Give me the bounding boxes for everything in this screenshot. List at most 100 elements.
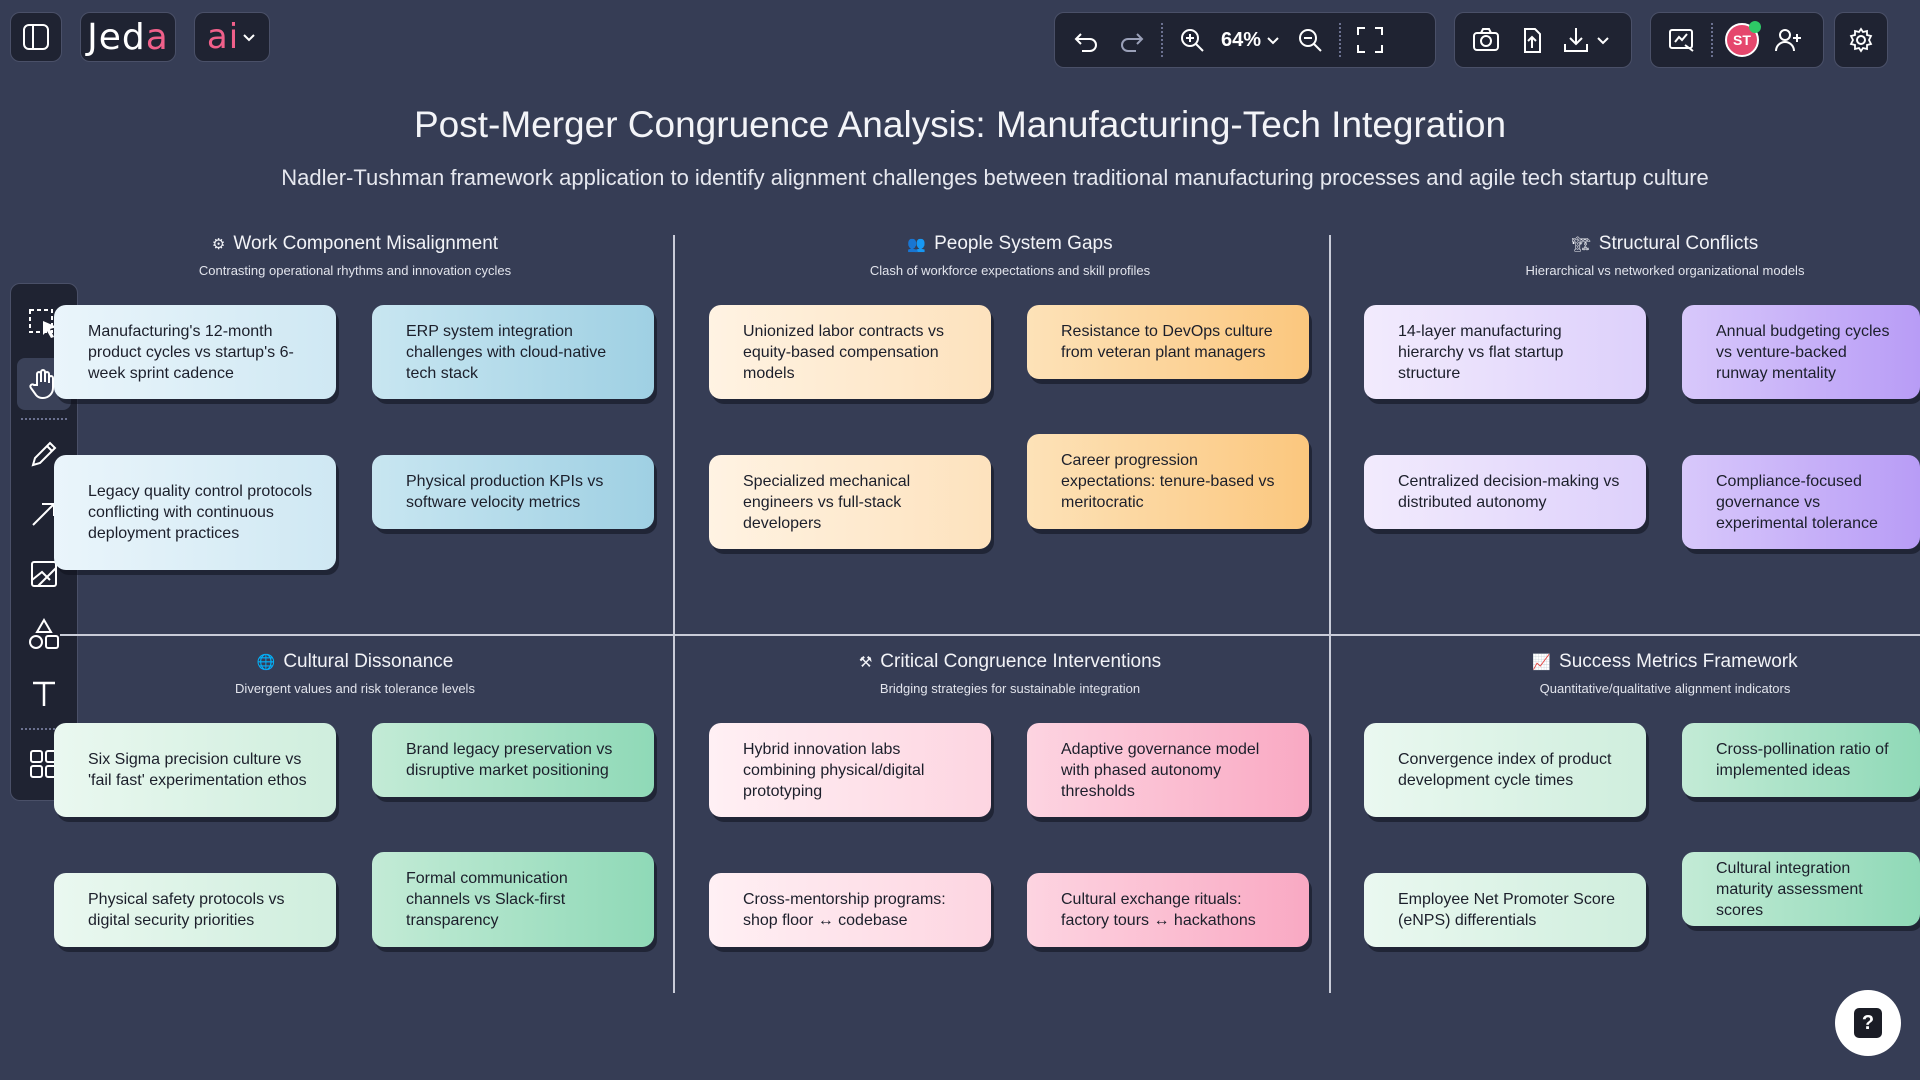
column-divider	[1329, 235, 1331, 993]
section-subtitle-metrics[interactable]: Quantitative/qualitative alignment indic…	[1539, 681, 1791, 696]
section-subtitle-interventions[interactable]: Bridging strategies for sustainable inte…	[879, 681, 1141, 696]
section-subtitle-work[interactable]: Contrasting operational rhythms and inno…	[198, 263, 512, 278]
section-title-metrics[interactable]: 📈Success Metrics Framework	[1532, 651, 1798, 672]
globe-icon: 🌐	[256, 654, 276, 671]
sticky-note[interactable]: Career progression expectations: tenure-…	[1027, 434, 1309, 529]
pencil-icon	[31, 441, 57, 467]
sticky-note[interactable]: Manufacturing's 12-month product cycles …	[54, 305, 336, 399]
sticky-note[interactable]: Resistance to DevOps culture from vetera…	[1027, 305, 1309, 379]
sticky-note[interactable]: Physical safety protocols vs digital sec…	[54, 873, 336, 947]
sticky-note[interactable]: Specialized mechanical engineers vs full…	[709, 455, 991, 549]
zoom-out-icon	[1299, 29, 1322, 52]
settings-button[interactable]	[1834, 12, 1888, 68]
board-title[interactable]: Post-Merger Congruence Analysis: Manufac…	[413, 104, 1507, 145]
fullscreen-icon	[1357, 27, 1384, 53]
help-icon: ?	[1854, 1008, 1882, 1038]
chevron-down-icon	[1267, 37, 1279, 45]
text-icon	[33, 681, 55, 706]
chart-icon: 📈	[1532, 654, 1552, 671]
frame-icon	[31, 561, 57, 587]
sticky-note[interactable]: Convergence index of product development…	[1364, 723, 1646, 817]
sticky-note[interactable]: Adaptive governance model with phased au…	[1027, 723, 1309, 817]
frame-tool[interactable]	[17, 548, 71, 600]
zoom-level-value: 64%	[1221, 28, 1262, 51]
zoom-in-icon	[1181, 29, 1204, 52]
invite-user-button[interactable]	[1771, 23, 1805, 57]
presentation-icon	[1669, 29, 1694, 52]
jeda-logo[interactable]: Jeda	[80, 12, 176, 62]
sticky-note[interactable]: Formal communication channels vs Slack-f…	[372, 852, 654, 947]
gear-icon	[1849, 27, 1873, 53]
crane-icon: 🏗	[1571, 236, 1591, 253]
sidebar-icon	[23, 24, 49, 50]
collaboration-toolbar: ST	[1650, 12, 1824, 68]
history-zoom-toolbar: 64%	[1054, 12, 1436, 68]
zoom-in-button[interactable]	[1175, 23, 1209, 57]
sticky-note[interactable]: Legacy quality control protocols conflic…	[54, 455, 336, 570]
pen-tool[interactable]	[17, 428, 71, 480]
sticky-note[interactable]: Cultural exchange rituals: factory tours…	[1027, 873, 1309, 947]
tools-icon: ⚒	[858, 654, 873, 671]
toolbar-divider	[21, 418, 67, 420]
sticky-note[interactable]: Cultural integration maturity assessment…	[1682, 852, 1920, 926]
online-status-indicator	[1749, 21, 1761, 33]
sticky-note[interactable]: Cross-mentorship programs: shop floor ↔ …	[709, 873, 991, 947]
zoom-level-dropdown[interactable]: 64%	[1221, 29, 1281, 52]
section-subtitle-structural[interactable]: Hierarchical vs networked organizational…	[1525, 263, 1805, 278]
download-menu-button[interactable]	[1561, 25, 1611, 55]
select-cursor-icon	[29, 309, 57, 338]
section-title-people[interactable]: 👥People System Gaps	[907, 233, 1113, 254]
shapes-tool[interactable]	[17, 608, 71, 660]
upload-icon	[1524, 28, 1541, 53]
toolbar-divider	[21, 728, 67, 730]
user-avatar[interactable]: ST	[1725, 21, 1761, 57]
sticky-note[interactable]: Hybrid innovation labs combining physica…	[709, 723, 991, 817]
toolbar-divider	[1711, 23, 1713, 57]
people-icon: 👥	[907, 236, 927, 253]
sticky-note[interactable]: Physical production KPIs vs software vel…	[372, 455, 654, 529]
gear-icon: ⚙	[211, 236, 226, 253]
section-subtitle-cultural[interactable]: Divergent values and risk tolerance leve…	[235, 681, 475, 696]
sticky-note[interactable]: 14-layer manufacturing hierarchy vs flat…	[1364, 305, 1646, 399]
hand-icon	[29, 369, 54, 399]
chevron-down-icon	[243, 34, 255, 42]
text-tool[interactable]	[17, 668, 71, 720]
sticky-note[interactable]: Brand legacy preservation vs disruptive …	[372, 723, 654, 797]
row-divider	[60, 634, 1920, 636]
ai-menu-button[interactable]: ai	[194, 12, 270, 62]
section-title-cultural[interactable]: 🌐Cultural Dissonance	[256, 651, 454, 672]
toolbar-divider	[1339, 23, 1342, 57]
section-title-interventions[interactable]: ⚒Critical Congruence Interventions	[858, 651, 1162, 672]
sticky-note[interactable]: Cross-pollination ratio of implemented i…	[1682, 723, 1920, 797]
sticky-note[interactable]: Six Sigma precision culture vs 'fail fas…	[54, 723, 336, 817]
fit-to-screen-button[interactable]	[1353, 23, 1387, 57]
zoom-out-button[interactable]	[1293, 23, 1327, 57]
shapes-icon	[29, 618, 59, 649]
help-button[interactable]: ?	[1835, 990, 1901, 1056]
chevron-down-icon	[1597, 37, 1609, 45]
column-divider	[673, 235, 675, 993]
sidebar-toggle-button[interactable]	[10, 12, 62, 62]
sticky-note[interactable]: Annual budgeting cycles vs venture-backe…	[1682, 305, 1920, 399]
export-toolbar	[1454, 12, 1632, 68]
screenshot-button[interactable]	[1469, 23, 1503, 57]
redo-icon	[1121, 33, 1144, 52]
board-subtitle[interactable]: Nadler-Tushman framework application to …	[281, 165, 1709, 190]
add-user-icon	[1775, 29, 1801, 52]
camera-icon	[1473, 28, 1499, 51]
redo-button[interactable]	[1115, 23, 1149, 57]
select-tool[interactable]	[17, 298, 71, 350]
sticky-note[interactable]: Compliance-focused governance vs experim…	[1682, 455, 1920, 549]
sticky-note[interactable]: Unionized labor contracts vs equity-base…	[709, 305, 991, 399]
toolbar-divider	[1161, 23, 1163, 57]
undo-button[interactable]	[1069, 23, 1103, 57]
upload-button[interactable]	[1515, 23, 1549, 57]
download-icon	[1564, 28, 1588, 52]
present-button[interactable]	[1665, 23, 1699, 57]
sticky-note[interactable]: Employee Net Promoter Score (eNPS) diffe…	[1364, 873, 1646, 947]
sticky-note[interactable]: ERP system integration challenges with c…	[372, 305, 654, 399]
section-title-work[interactable]: ⚙Work Component Misalignment	[211, 233, 499, 254]
section-title-structural[interactable]: 🏗Structural Conflicts	[1571, 233, 1759, 254]
sticky-note[interactable]: Centralized decision-making vs distribut…	[1364, 455, 1646, 529]
section-subtitle-people[interactable]: Clash of workforce expectations and skil…	[869, 263, 1151, 278]
